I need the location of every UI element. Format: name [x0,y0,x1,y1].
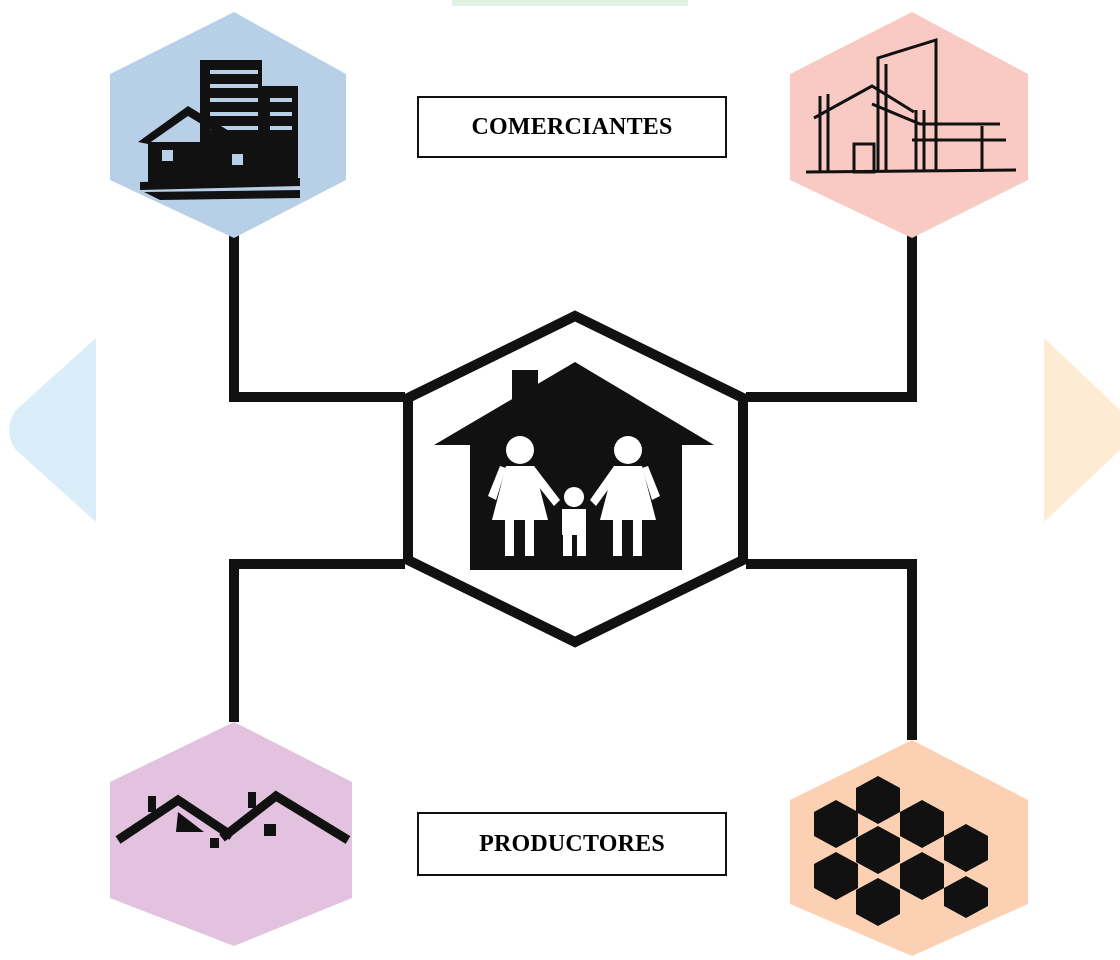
comerciantes-label: COMERCIANTES [417,96,727,158]
connector-top-left [229,232,405,402]
top-accent-bar [452,0,688,6]
hexagon-tiles-icon [814,776,988,926]
bottom-right-hexagon [790,740,1028,956]
productores-label: PRODUCTORES [417,812,727,876]
connector-bottom-left [229,559,405,722]
right-side-arrow [1044,338,1120,522]
connector-top-right [746,232,917,402]
top-right-hexagon [790,12,1028,238]
house-roofs-icon [115,790,351,848]
family-home-icon [434,362,714,570]
architecture-sketch-icon [805,37,1017,174]
left-side-arrow [9,338,96,522]
connector-bottom-right [746,559,917,740]
commercial-building-icon [138,60,300,200]
